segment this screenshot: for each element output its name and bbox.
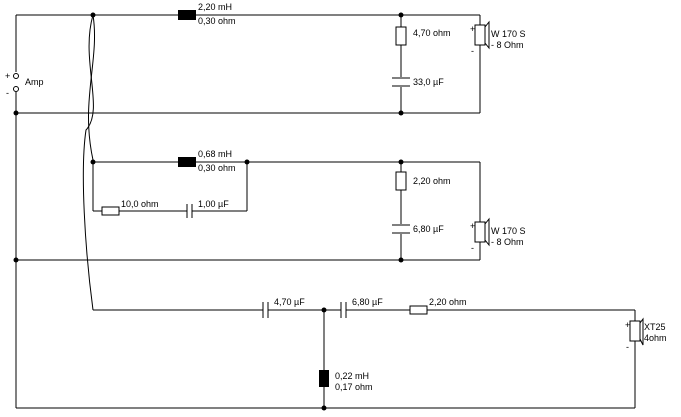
woofer1-coil-inductance: 2,20 mH: [198, 2, 232, 12]
amp-label: Amp: [25, 77, 44, 87]
woofer1-capacitor: [392, 77, 410, 87]
woofer1-resistor-label: 4,70 ohm: [413, 28, 451, 38]
woofer1-capacitor-label: 33,0 µF: [413, 77, 444, 87]
woofer1-minus-sign: -: [471, 46, 474, 56]
woofer1-speaker-impedance: - 8 Ohm: [491, 40, 524, 50]
woofer1-plus-sign: +: [470, 24, 475, 34]
woofer2-speaker: [474, 217, 490, 247]
woofer2-minus-sign: -: [471, 243, 474, 253]
junction-dots: [13, 12, 404, 411]
tweeter-plus-sign: +: [625, 320, 630, 330]
woofer2-coil-resistance: 0,30 ohm: [198, 163, 236, 173]
woofer1-speaker: [474, 20, 490, 50]
tweeter-capacitor1-label: 4,70 µF: [274, 297, 305, 307]
tweeter-inductor: [319, 370, 329, 387]
woofer1-resistor: [395, 26, 407, 46]
woofer2-resistor-label: 2,20 ohm: [413, 176, 451, 186]
woofer1-coil-resistance: 0,30 ohm: [198, 16, 236, 26]
woofer2-resistor: [395, 171, 407, 191]
tweeter-speaker-name: XT25: [644, 322, 666, 332]
woofer2-capacitor: [392, 224, 410, 234]
tweeter-minus-sign: -: [626, 342, 629, 352]
woofer2-series-capacitor-label: 1,00 µF: [198, 199, 229, 209]
amp-plus-terminal: [13, 73, 19, 79]
amp-terminals: + - Amp: [5, 71, 44, 98]
woofer2-section: 0,68 mH 0,30 ohm 10,0 ohm 1,00 µF 2,20 o…: [101, 149, 526, 253]
woofer2-coil-inductance: 0,68 mH: [198, 149, 232, 159]
amp-plus-sign: +: [5, 71, 10, 81]
woofer1-inductor: [178, 10, 196, 20]
woofer2-inductor: [178, 157, 196, 167]
tweeter-capacitor2-label: 6,80 µF: [352, 297, 383, 307]
woofer1-section: 2,20 mH 0,30 ohm 4,70 ohm 33,0 µF + - W …: [178, 2, 526, 87]
tweeter-speaker: [629, 317, 644, 346]
woofer2-series-resistor: [101, 206, 120, 216]
woofer2-series-capacitor: [186, 204, 193, 218]
woofer1-speaker-name: W 170 S: [491, 29, 526, 39]
woofer2-capacitor-label: 6,80 µF: [413, 224, 444, 234]
tweeter-resistor-label: 2,20 ohm: [429, 297, 467, 307]
tweeter-capacitor1: [262, 302, 269, 318]
woofer2-series-resistor-label: 10,0 ohm: [121, 199, 159, 209]
tweeter-coil-resistance: 0,17 ohm: [335, 382, 373, 392]
woofer2-speaker-impedance: - 8 Ohm: [491, 237, 524, 247]
tweeter-speaker-impedance: 4ohm: [644, 333, 667, 343]
tweeter-section: 4,70 µF 6,80 µF 2,20 ohm 0,22 mH 0,17 oh…: [262, 297, 667, 392]
woofer2-speaker-name: W 170 S: [491, 226, 526, 236]
amp-minus-sign: -: [6, 88, 9, 98]
tweeter-resistor: [409, 305, 428, 315]
tweeter-capacitor2: [340, 302, 347, 318]
tweeter-coil-inductance: 0,22 mH: [335, 371, 369, 381]
woofer2-plus-sign: +: [470, 221, 475, 231]
amp-minus-terminal: [13, 86, 19, 92]
